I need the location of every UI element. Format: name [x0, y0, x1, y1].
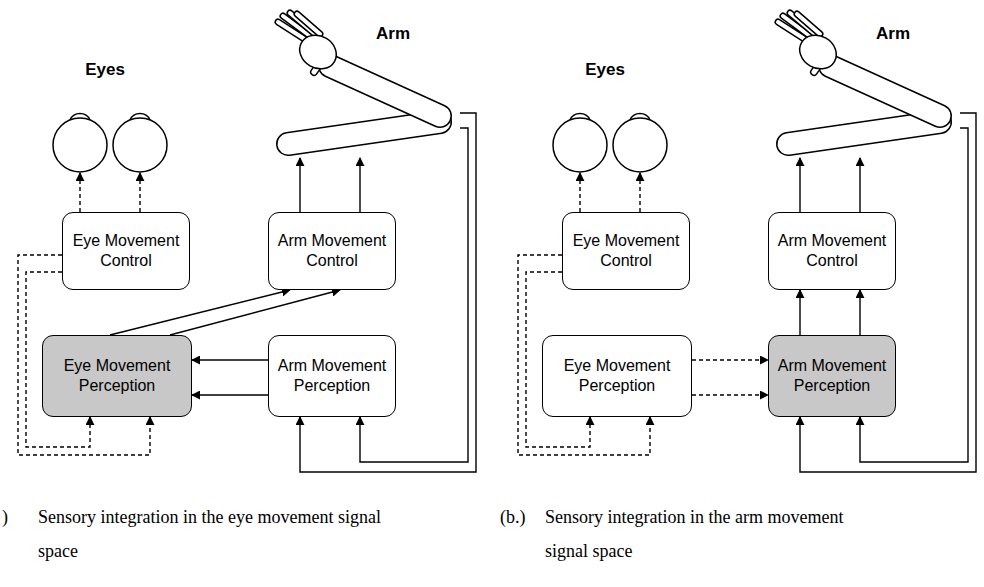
- box-label: Eye Movement Perception: [551, 356, 683, 396]
- limb-outline: [330, 66, 440, 116]
- signal-line: [192, 394, 268, 395]
- process-box: Arm Movement Perception: [268, 335, 396, 417]
- caption: Sensory integration in the arm movement …: [545, 500, 890, 568]
- dashed-signal-line: [639, 173, 640, 212]
- eyeball: [113, 118, 167, 172]
- figure-heading: Arm: [376, 24, 410, 44]
- signal-line: [859, 158, 860, 212]
- signal-line: [799, 158, 800, 212]
- process-box: Arm Movement Perception: [768, 335, 896, 417]
- dashed-signal-line: [139, 173, 140, 212]
- figure-heading: Arm: [876, 24, 910, 44]
- dashed-signal-line: [692, 359, 768, 360]
- limb-fill: [830, 66, 940, 116]
- limb-fill: [330, 66, 440, 116]
- box-label: Arm Movement Perception: [777, 356, 887, 396]
- limb-outline: [288, 122, 440, 144]
- arm-illustration: [768, 8, 960, 158]
- signal-line: [800, 113, 976, 472]
- limb-fill: [288, 122, 440, 144]
- process-box: Eye Movement Perception: [42, 335, 192, 417]
- eyeball: [613, 118, 667, 172]
- dashed-signal-line: [79, 173, 80, 212]
- limb-outline: [797, 14, 820, 34]
- arm-figure: Arm: [268, 8, 460, 158]
- process-box: Eye Movement Control: [562, 212, 690, 290]
- limb-fill: [788, 122, 940, 144]
- signal-line: [299, 158, 300, 212]
- eyes-figure: Eyes: [540, 60, 670, 173]
- signal-line: [300, 113, 476, 472]
- dashed-signal-line: [692, 394, 768, 395]
- caption: ): [2, 500, 8, 534]
- signal-line: [859, 290, 860, 335]
- signal-line: [110, 290, 290, 335]
- box-label: Arm Movement Control: [277, 231, 387, 271]
- limb-outline: [788, 122, 940, 144]
- caption: (b.): [500, 500, 526, 534]
- box-label: Arm Movement Control: [777, 231, 887, 271]
- process-box: Eye Movement Perception: [542, 335, 692, 417]
- arm-illustration: [268, 8, 460, 158]
- limb-fill: [297, 14, 320, 34]
- process-box: Eye Movement Control: [62, 212, 190, 290]
- caption: Sensory integration in the eye movement …: [38, 500, 383, 568]
- limb-fill: [797, 14, 820, 34]
- signal-line: [359, 158, 360, 212]
- eyes-figure: Eyes: [40, 60, 170, 173]
- limb-outline: [297, 14, 320, 34]
- figure-heading: Eyes: [540, 60, 670, 80]
- limb-outline: [830, 66, 940, 116]
- signal-line: [799, 290, 800, 335]
- figure-heading: Eyes: [40, 60, 170, 80]
- arm-figure: Arm: [768, 8, 960, 158]
- eyeball: [553, 118, 607, 172]
- signal-line: [170, 290, 340, 335]
- box-label: Eye Movement Control: [71, 231, 181, 271]
- box-label: Arm Movement Perception: [277, 356, 387, 396]
- box-label: Eye Movement Perception: [51, 356, 183, 396]
- hand: [294, 29, 343, 76]
- process-box: Arm Movement Control: [768, 212, 896, 290]
- hand: [794, 29, 843, 76]
- process-box: Arm Movement Control: [268, 212, 396, 290]
- signal-line: [192, 359, 268, 360]
- dashed-signal-line: [579, 173, 580, 212]
- box-label: Eye Movement Control: [571, 231, 681, 271]
- eyeball: [53, 118, 107, 172]
